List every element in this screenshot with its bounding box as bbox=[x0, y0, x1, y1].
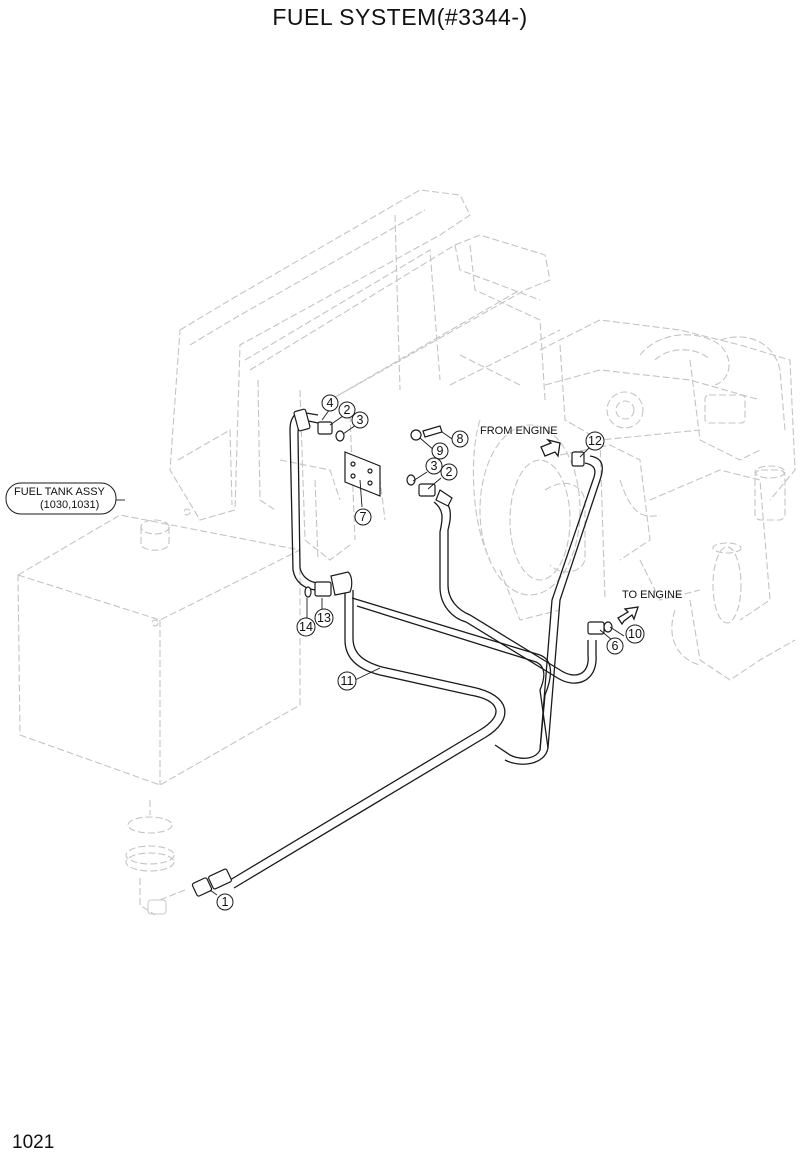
callout-8: 8 bbox=[451, 430, 469, 448]
to-engine-arrow-icon bbox=[617, 606, 639, 626]
fuel-hoses bbox=[229, 411, 603, 889]
svg-text:2: 2 bbox=[446, 465, 453, 479]
callout-7: 7 bbox=[354, 508, 372, 526]
from-engine-label: FROM ENGINE bbox=[480, 425, 558, 437]
callout-3-upper: 3 bbox=[351, 411, 369, 429]
to-engine-label: TO ENGINE bbox=[622, 589, 682, 601]
svg-text:3: 3 bbox=[431, 459, 438, 473]
callout-10: 10 bbox=[625, 624, 645, 644]
fuel-tank-label-line1: FUEL TANK ASSY bbox=[14, 486, 106, 498]
svg-text:7: 7 bbox=[360, 510, 367, 524]
svg-text:4: 4 bbox=[327, 396, 334, 410]
page-number: 1021 bbox=[12, 1132, 55, 1153]
callout-3-lower: 3 bbox=[425, 457, 443, 475]
callout-13: 13 bbox=[314, 608, 334, 628]
svg-text:3: 3 bbox=[357, 413, 364, 427]
svg-text:9: 9 bbox=[437, 444, 444, 458]
callout-4: 4 bbox=[321, 394, 339, 412]
flow-arrows: FROM ENGINE TO ENGINE bbox=[480, 425, 682, 626]
svg-text:2: 2 bbox=[344, 403, 351, 417]
leader-lines bbox=[209, 408, 625, 896]
phantom-machine-frame bbox=[169, 189, 796, 681]
fuel-tank-phantom bbox=[17, 508, 301, 916]
fittings bbox=[191, 408, 613, 897]
callout-14: 14 bbox=[296, 617, 316, 637]
callout-12: 12 bbox=[585, 431, 605, 451]
callout-balloons: 4 2 3 8 9 3 2 7 12 10 6 13 14 11 1 bbox=[216, 394, 645, 911]
callout-2-upper: 2 bbox=[338, 401, 356, 419]
svg-text:13: 13 bbox=[317, 611, 331, 625]
svg-text:1: 1 bbox=[222, 895, 229, 909]
svg-text:10: 10 bbox=[628, 627, 642, 641]
callout-2-lower: 2 bbox=[440, 463, 458, 481]
fuel-tank-label-line2: (1030,1031) bbox=[40, 499, 99, 511]
callout-1: 1 bbox=[216, 893, 234, 911]
callout-11: 11 bbox=[337, 671, 357, 691]
callout-9: 9 bbox=[431, 442, 449, 460]
svg-text:11: 11 bbox=[341, 674, 354, 688]
svg-text:6: 6 bbox=[612, 639, 619, 653]
fuel-tank-assy-callout: FUEL TANK ASSY (1030,1031) bbox=[5, 482, 125, 515]
callout-6: 6 bbox=[606, 637, 624, 655]
svg-text:8: 8 bbox=[457, 432, 464, 446]
svg-text:12: 12 bbox=[588, 434, 602, 448]
svg-text:14: 14 bbox=[299, 620, 313, 634]
page-title: FUEL SYSTEM(#3344-) bbox=[272, 4, 528, 30]
from-engine-arrow-icon bbox=[540, 438, 561, 458]
